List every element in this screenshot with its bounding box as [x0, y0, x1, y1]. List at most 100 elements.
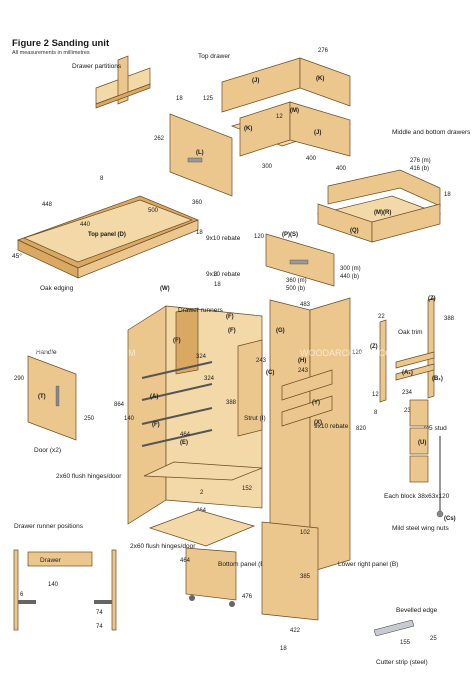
runner-a4 [141, 429, 213, 447]
part-y: (Y) [312, 400, 320, 406]
part-ps: (P)(S) [282, 232, 298, 238]
dim-262: 262 [154, 136, 165, 142]
dim-102: 102 [300, 530, 311, 536]
dim-500b: 500 (b) [286, 286, 305, 292]
runner-a3 [141, 407, 213, 425]
dim-12b: 12 [372, 392, 379, 398]
dim-243b: 243 [298, 368, 309, 374]
dim-140a: 140 [124, 416, 135, 422]
label-wing-nuts: Mild steel wing nuts [392, 525, 449, 532]
label-rebate-1: 9x10 rebate [206, 235, 241, 242]
cutter-strip-group: Bevelled edge 155 25 Cutter strip (steel… [373, 607, 438, 666]
part-f2: (F) [173, 338, 181, 344]
watermark-1: WOODARCHIVIST.COM [36, 348, 136, 358]
dim-18d: 18 [214, 282, 221, 288]
dim-6: 6 [20, 592, 24, 598]
dim-120a: 120 [254, 234, 265, 240]
label-oak-trim: Oak trim [398, 329, 423, 336]
label-top-panel: Top panel (D) [88, 232, 126, 238]
dim-18b: 18 [444, 192, 451, 198]
dim-22: 22 [378, 314, 385, 320]
door: (T) Handle Door (x2) 290 250 2x60 flush … [14, 349, 122, 480]
dim-400c: 400 [336, 166, 347, 172]
runner-positions: Drawer runner positions Drawer 140 6 74 … [13, 523, 117, 631]
castor-icon-2 [229, 601, 235, 607]
middle-bottom-drawers: Middle and bottom drawers (M)(R) 276 (m)… [316, 129, 471, 243]
part-b1: (B₁) [432, 376, 443, 382]
part-f3: (F) [226, 314, 234, 320]
part-a: (A) [150, 394, 158, 400]
trim-b1 [395, 363, 435, 381]
label-hinges-1: 2x60 flush hinges/door [56, 473, 122, 480]
side-right [111, 549, 117, 631]
dim-74a: 74 [96, 610, 103, 616]
dim-276m: 276 (m) [410, 158, 431, 164]
dim-8b: 8 [214, 272, 218, 278]
label-stud: Ø5 stud [424, 425, 447, 432]
handle-icon [187, 157, 203, 163]
part-mr: (M)(R) [374, 210, 391, 216]
rail-x [281, 395, 333, 427]
dim-422: 422 [290, 628, 301, 634]
dim-388: 388 [226, 400, 237, 406]
dim-234a: 234 [402, 390, 413, 396]
dim-360m: 360 (m) [286, 278, 307, 284]
dim-8a: 8 [100, 176, 104, 182]
carcass-left-panel [127, 305, 167, 525]
dim-388b: 388 [444, 316, 455, 322]
bottom-panel-group: Bottom panel (E) 464 476 2x60 flush hing… [130, 509, 267, 607]
dim-140b: 140 [48, 582, 59, 588]
dim-152: 152 [242, 486, 253, 492]
part-c: (C) [266, 370, 274, 376]
label-bottom-panel: Bottom panel (E) [218, 561, 267, 568]
label-drawer: Drawer [40, 557, 62, 564]
label-drawer-runners: Drawer runners [178, 307, 224, 314]
dim-125: 125 [203, 96, 214, 102]
label-bevelled-edge: Bevelled edge [396, 607, 438, 614]
part-h: (H) [298, 358, 306, 364]
lower-right-panel-b [261, 521, 319, 621]
lower-right-panel-group: 102 385 422 18 Lower right panel (B) [261, 521, 398, 652]
dim-12: 12 [276, 114, 283, 120]
dim-864: 864 [114, 402, 125, 408]
oak-trim: Oak trim (Z) (Z) (A₁) (B₁) 388 22 120 23… [352, 296, 455, 416]
dim-464c: 464 [180, 558, 191, 564]
dim-483: 483 [300, 302, 311, 308]
figure-subtitle: All measurements in millimetres [12, 50, 90, 56]
md-side [371, 203, 441, 243]
dim-300m: 300 (m) [340, 266, 361, 272]
door-t [27, 355, 77, 441]
top-drawer: Top drawer (J) (K) (M) (K) (J) 276 125 1… [198, 48, 352, 170]
cutter-strip [373, 619, 415, 637]
runner-a2 [141, 383, 213, 401]
dim-234b: 234 [404, 408, 415, 414]
clamp-blocks: Ø5 stud (U) (Cs) Each block 38x63x120 Mi… [384, 399, 456, 532]
dim-18a: 18 [176, 96, 183, 102]
dim-820: 820 [356, 426, 367, 432]
shelf-e [143, 461, 263, 481]
label-rebate-2: 9x10 rebate [206, 271, 241, 278]
bottom-shelf [148, 509, 256, 547]
dim-155: 155 [400, 640, 411, 646]
base-front [185, 547, 237, 601]
dim-500: 500 [148, 208, 159, 214]
part-f: (F) [228, 328, 236, 334]
drawer-partitions: Drawer partitions [72, 55, 151, 109]
dim-360a: 360 [192, 200, 203, 206]
castor-icon-1 [189, 595, 195, 601]
part-m: (M) [290, 108, 299, 114]
label-hinges-2: 2x60 flush hinges/door [130, 543, 196, 550]
drawer-runner-f [175, 307, 199, 375]
side-left [13, 549, 19, 631]
runner-1 [18, 600, 36, 604]
oak-edging-side [77, 219, 199, 279]
runner-a1 [141, 361, 213, 379]
part-k: (K) [316, 76, 324, 82]
drawer-front-ps: (P)(S) (Q) 120 360 (m) 500 (b) 300 (m) 4… [254, 228, 361, 292]
label-cutter-strip: Cutter strip (steel) [376, 659, 428, 666]
dim-2: 2 [200, 490, 204, 496]
top-panel-d [23, 199, 193, 263]
part-j2: (J) [314, 130, 321, 136]
dim-440b: 440 (b) [340, 274, 359, 280]
door-handle-icon [55, 385, 60, 407]
